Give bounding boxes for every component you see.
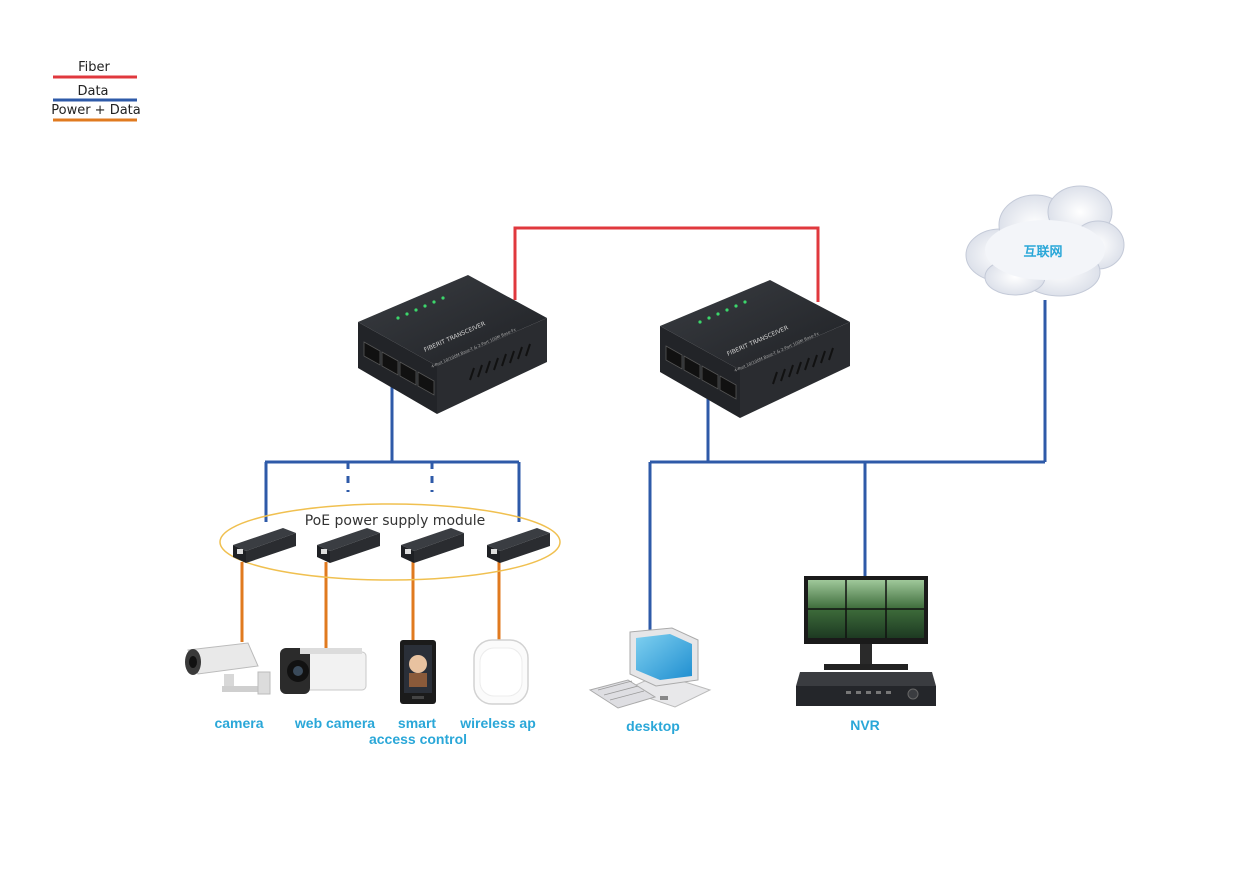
data-lines-left <box>264 385 521 522</box>
left-fiber-transceiver: FIBERIT TRANSCEIVER 4-Port 10/100M Base-… <box>358 275 547 414</box>
fiber-link <box>513 226 820 302</box>
poe-module-3 <box>401 528 464 563</box>
web-camera-icon <box>280 648 367 694</box>
poe-module-group: PoE power supply module <box>219 503 561 581</box>
desktop-label: desktop <box>626 718 680 734</box>
cloud-label: 互联网 <box>1023 245 1062 260</box>
poe-module-1 <box>233 528 296 563</box>
smart-access-label-line1: smart <box>398 715 436 731</box>
nvr-monitor-icon <box>804 576 928 670</box>
bullet-camera-icon <box>185 642 271 695</box>
smart-access-label-line2: access control <box>369 731 467 747</box>
legend-fiber-label: Fiber <box>78 60 110 75</box>
legend: Fiber Data Power + Data <box>51 60 141 122</box>
right-fiber-transceiver: FIBERIT TRANSCEIVER 4-Port 10/100M Base-… <box>660 280 850 418</box>
nvr-recorder-icon <box>796 672 936 706</box>
data-lines-right <box>648 300 1047 630</box>
poe-module-title: PoE power supply module <box>305 513 486 529</box>
wireless-ap-icon <box>473 639 529 705</box>
web-camera-label: web camera <box>294 715 375 731</box>
internet-cloud: 互联网 <box>965 185 1125 297</box>
poe-module-4 <box>487 528 550 563</box>
legend-power-data-label: Power + Data <box>51 103 141 118</box>
nvr-label: NVR <box>850 717 880 733</box>
power-data-lines <box>240 562 501 648</box>
poe-module-2 <box>317 528 380 563</box>
camera-label: camera <box>214 715 263 731</box>
face-recognition-terminal-icon <box>400 640 436 704</box>
desktop-computer-icon <box>588 627 712 709</box>
legend-data-label: Data <box>77 84 108 99</box>
wireless-ap-label: wireless ap <box>459 715 536 731</box>
